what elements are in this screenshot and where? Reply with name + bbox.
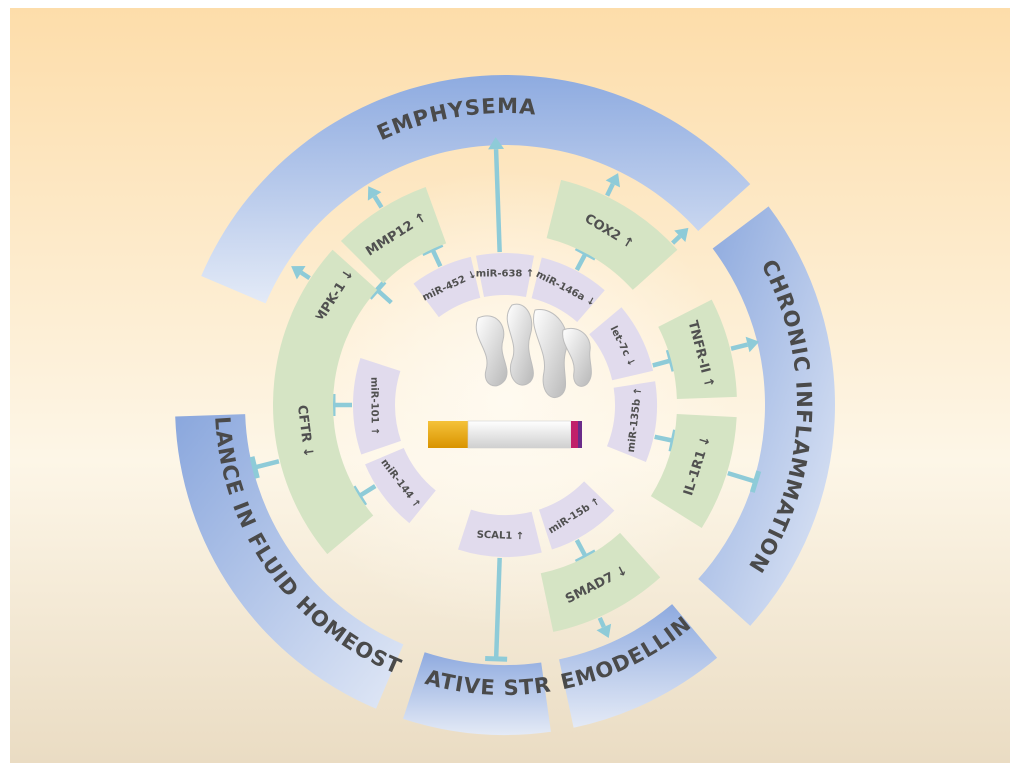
smoke-icon (475, 303, 592, 398)
smad7-box (540, 532, 661, 632)
arrow-mmp12-emphysema (367, 186, 384, 209)
arrow-cox2-emphysema (605, 173, 621, 197)
let7c-box (589, 307, 654, 381)
il1r1-box (650, 414, 737, 528)
mir144-box (365, 447, 436, 524)
arrow-cox2-inflammation (671, 227, 689, 245)
center-glow (275, 170, 735, 630)
chronic-inflammation-segment (698, 206, 835, 626)
imbalance-segment (175, 414, 404, 709)
arrow-tnfr2-inflammation (730, 336, 760, 353)
mir638-box (475, 252, 535, 298)
arrow-mpk1-emphysema (291, 265, 311, 280)
mir452-box (413, 256, 481, 318)
inhibit-il1r1-inflammation (727, 470, 762, 493)
mir135b-box (606, 381, 657, 462)
mir146a-box (531, 257, 605, 322)
cox2-box (546, 179, 678, 290)
mir101-box (353, 358, 401, 455)
gene-ring: MPK-1 ↓MMP12 ↑COX2 ↑TNFR-II ↑IL-1R1 ↓SMA… (273, 179, 737, 632)
scal1-box (458, 509, 542, 557)
remodelling-segment (559, 604, 718, 728)
mirna-ring: miR-452 ↓miR-638 ↑miR-146a ↓let-7c ↓miR-… (353, 252, 657, 557)
scal1-label: SCAL1 ↑ (477, 530, 525, 543)
oxidative-stress-segment (403, 652, 551, 736)
inhibit-scal1-oxidative (485, 557, 508, 662)
mmp12-box (340, 186, 447, 284)
mir101-label: miR-101 ↑ (368, 377, 380, 436)
inhibit-cftr-imbalance (249, 456, 280, 479)
arrow-mir638-emphysema (488, 137, 505, 253)
mir15b-box (538, 481, 615, 550)
tnfr2-box (658, 299, 737, 399)
emphysema-segment (201, 75, 751, 304)
cigarette-icon (428, 420, 582, 449)
arrow-smad7-remodelling (596, 616, 612, 638)
cftr-label: CFTR ↓ (294, 404, 316, 458)
cftr-box (273, 306, 374, 555)
mir638-label: miR-638 ↑ (476, 269, 534, 280)
